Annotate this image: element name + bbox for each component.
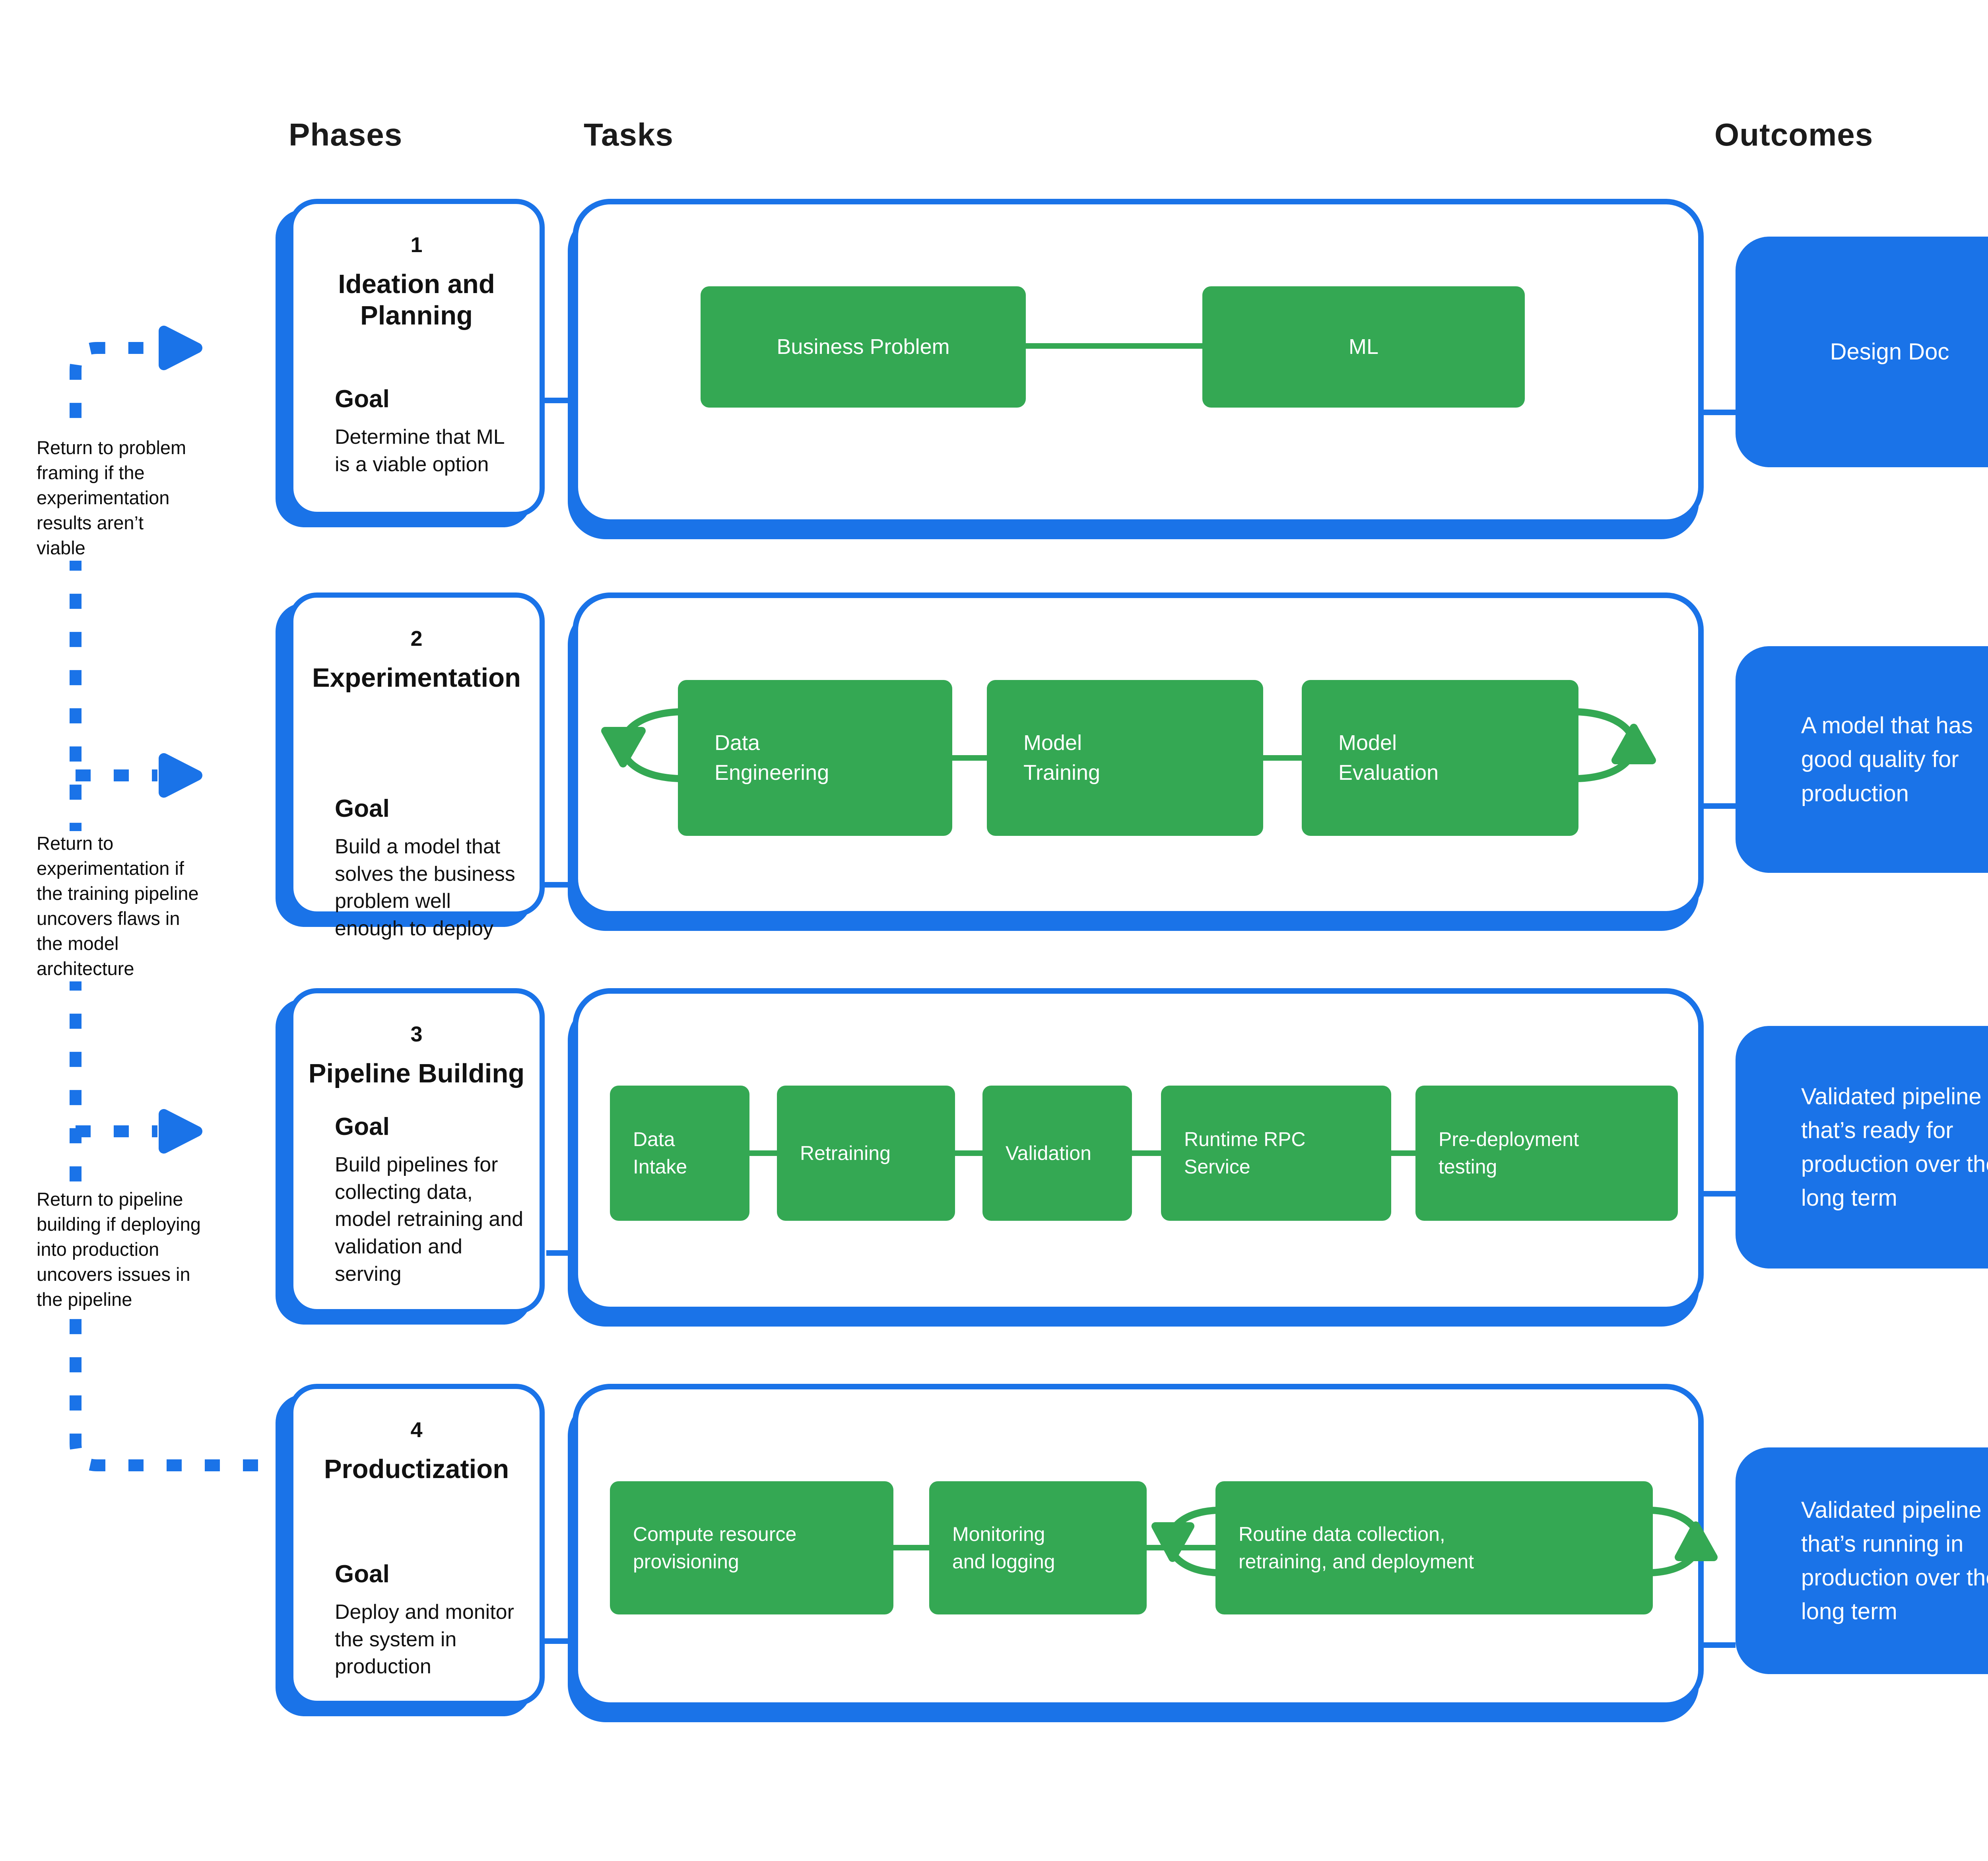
- phase-2-card: 2 Experimentation Goal Build a model tha…: [288, 592, 545, 940]
- task-data-engineering: Data Engineering: [678, 680, 952, 836]
- phase-title: Productization: [324, 1454, 509, 1484]
- task-label: Business Problem: [777, 335, 950, 359]
- phase-title: Experimentation: [312, 663, 521, 693]
- outcome-1-card: Design Doc: [1736, 237, 1988, 467]
- phase-number: 3: [410, 1022, 423, 1046]
- connector-line: [1263, 755, 1302, 761]
- phase-title: Ideation and Planning: [338, 269, 495, 331]
- connector-line: [952, 755, 987, 761]
- task-pre-deployment-testing: Pre-deployment testing: [1415, 1086, 1678, 1221]
- phase-4-card: 4 Productization Goal Deploy and monitor…: [288, 1384, 545, 1706]
- connector-line: [1704, 803, 1736, 809]
- task-business-problem: Business Problem: [701, 286, 1026, 408]
- connector-line: [545, 398, 573, 403]
- return-to-phase-2-arrow-icon: [159, 753, 202, 798]
- experimentation-loop-down-arrow-icon: [601, 727, 646, 767]
- task-label: Compute resource provisioning: [633, 1523, 797, 1573]
- task-data-intake: Data Intake: [610, 1086, 749, 1221]
- phase-number: 1: [410, 233, 423, 257]
- outcomes-column-header: Outcomes: [1714, 117, 1873, 152]
- goal-text: Deploy and monitor the system in product…: [335, 1601, 514, 1678]
- outcome-text: Design Doc: [1830, 339, 1949, 365]
- connector-line: [893, 1545, 929, 1550]
- task-ml: ML: [1202, 286, 1525, 408]
- goal-text: Build pipelines for collecting data, mod…: [335, 1153, 524, 1286]
- return-to-phase-3-arrow-icon: [159, 1109, 202, 1154]
- connector-line: [1704, 1191, 1736, 1197]
- task-retraining: Retraining: [777, 1086, 955, 1221]
- connector-line: [1147, 1545, 1215, 1550]
- return-to-phase-1-arrow-icon: [159, 326, 202, 370]
- connector-line: [1704, 410, 1736, 415]
- connector-line: [1026, 343, 1202, 349]
- task-runtime-rpc-service: Runtime RPC Service: [1161, 1086, 1391, 1221]
- task-model-evaluation: Model Evaluation: [1302, 680, 1578, 836]
- connector-line: [749, 1150, 777, 1156]
- connector-line: [546, 1250, 573, 1256]
- task-label: Validation: [1006, 1142, 1091, 1164]
- outcome-text: Validated pipeline that’s running in pro…: [1801, 1497, 1988, 1625]
- phase-1-card: 1 Ideation and Planning Goal Determine t…: [288, 199, 545, 517]
- task-compute-resource-provisioning: Compute resource provisioning: [610, 1481, 893, 1614]
- connector-line: [545, 882, 573, 888]
- task-model-training: Model Training: [987, 680, 1263, 836]
- phase-3-card: 3 Pipeline Building Goal Build pipelines…: [288, 988, 545, 1314]
- experimentation-loop-up-arrow-icon: [1611, 724, 1656, 764]
- task-label: Data Engineering: [714, 731, 829, 785]
- task-monitoring-and-logging: Monitoring and logging: [929, 1481, 1147, 1614]
- goal-label: Goal: [335, 795, 390, 822]
- task-label: Data Intake: [633, 1128, 687, 1178]
- outcome-2-card: A model that has good quality for produc…: [1736, 646, 1988, 873]
- productization-loop-down-arrow-icon: [1151, 1522, 1194, 1562]
- phase-title: Pipeline Building: [308, 1059, 525, 1088]
- goal-label: Goal: [335, 1560, 390, 1588]
- outcome-3-card: Validated pipeline that’s ready for prod…: [1736, 1026, 1988, 1269]
- goal-text: Build a model that solves the business p…: [335, 835, 515, 940]
- note-return-to-problem-framing: Return to problem framing if the experim…: [37, 435, 192, 561]
- task-label: Monitoring and logging: [952, 1523, 1055, 1573]
- connector-line: [1391, 1150, 1415, 1156]
- outcome-4-card: Validated pipeline that’s running in pro…: [1736, 1447, 1988, 1674]
- phase-number: 4: [410, 1418, 423, 1442]
- phases-column-header: Phases: [289, 117, 403, 152]
- connector-line: [1132, 1150, 1161, 1156]
- task-label: Retraining: [800, 1142, 891, 1164]
- connector-line: [545, 1638, 573, 1644]
- goal-text: Determine that ML is a viable option: [335, 425, 504, 476]
- note-return-to-pipeline-building: Return to pipeline building if deploying…: [37, 1187, 208, 1312]
- task-label: Runtime RPC Service: [1184, 1128, 1306, 1178]
- task-routine-data-collection: Routine data collection, retraining, and…: [1215, 1481, 1653, 1614]
- phase-number: 2: [410, 627, 423, 651]
- outcome-text: Validated pipeline that’s ready for prod…: [1801, 1083, 1988, 1211]
- connector-line: [1704, 1642, 1736, 1648]
- tasks-column-header: Tasks: [584, 117, 674, 152]
- goal-label: Goal: [335, 385, 390, 413]
- task-label: Routine data collection, retraining, and…: [1239, 1523, 1474, 1573]
- connector-line: [955, 1150, 982, 1156]
- task-label: Model Evaluation: [1338, 731, 1439, 785]
- task-label: Model Training: [1023, 731, 1101, 785]
- productization-loop-up-arrow-icon: [1675, 1521, 1718, 1561]
- note-return-to-experimentation: Return to experimentation if the trainin…: [37, 831, 201, 981]
- task-label: Pre-deployment testing: [1439, 1128, 1579, 1178]
- outcome-text: A model that has good quality for produc…: [1801, 713, 1973, 806]
- task-label: ML: [1348, 335, 1378, 359]
- task-validation: Validation: [982, 1086, 1132, 1221]
- goal-label: Goal: [335, 1113, 390, 1140]
